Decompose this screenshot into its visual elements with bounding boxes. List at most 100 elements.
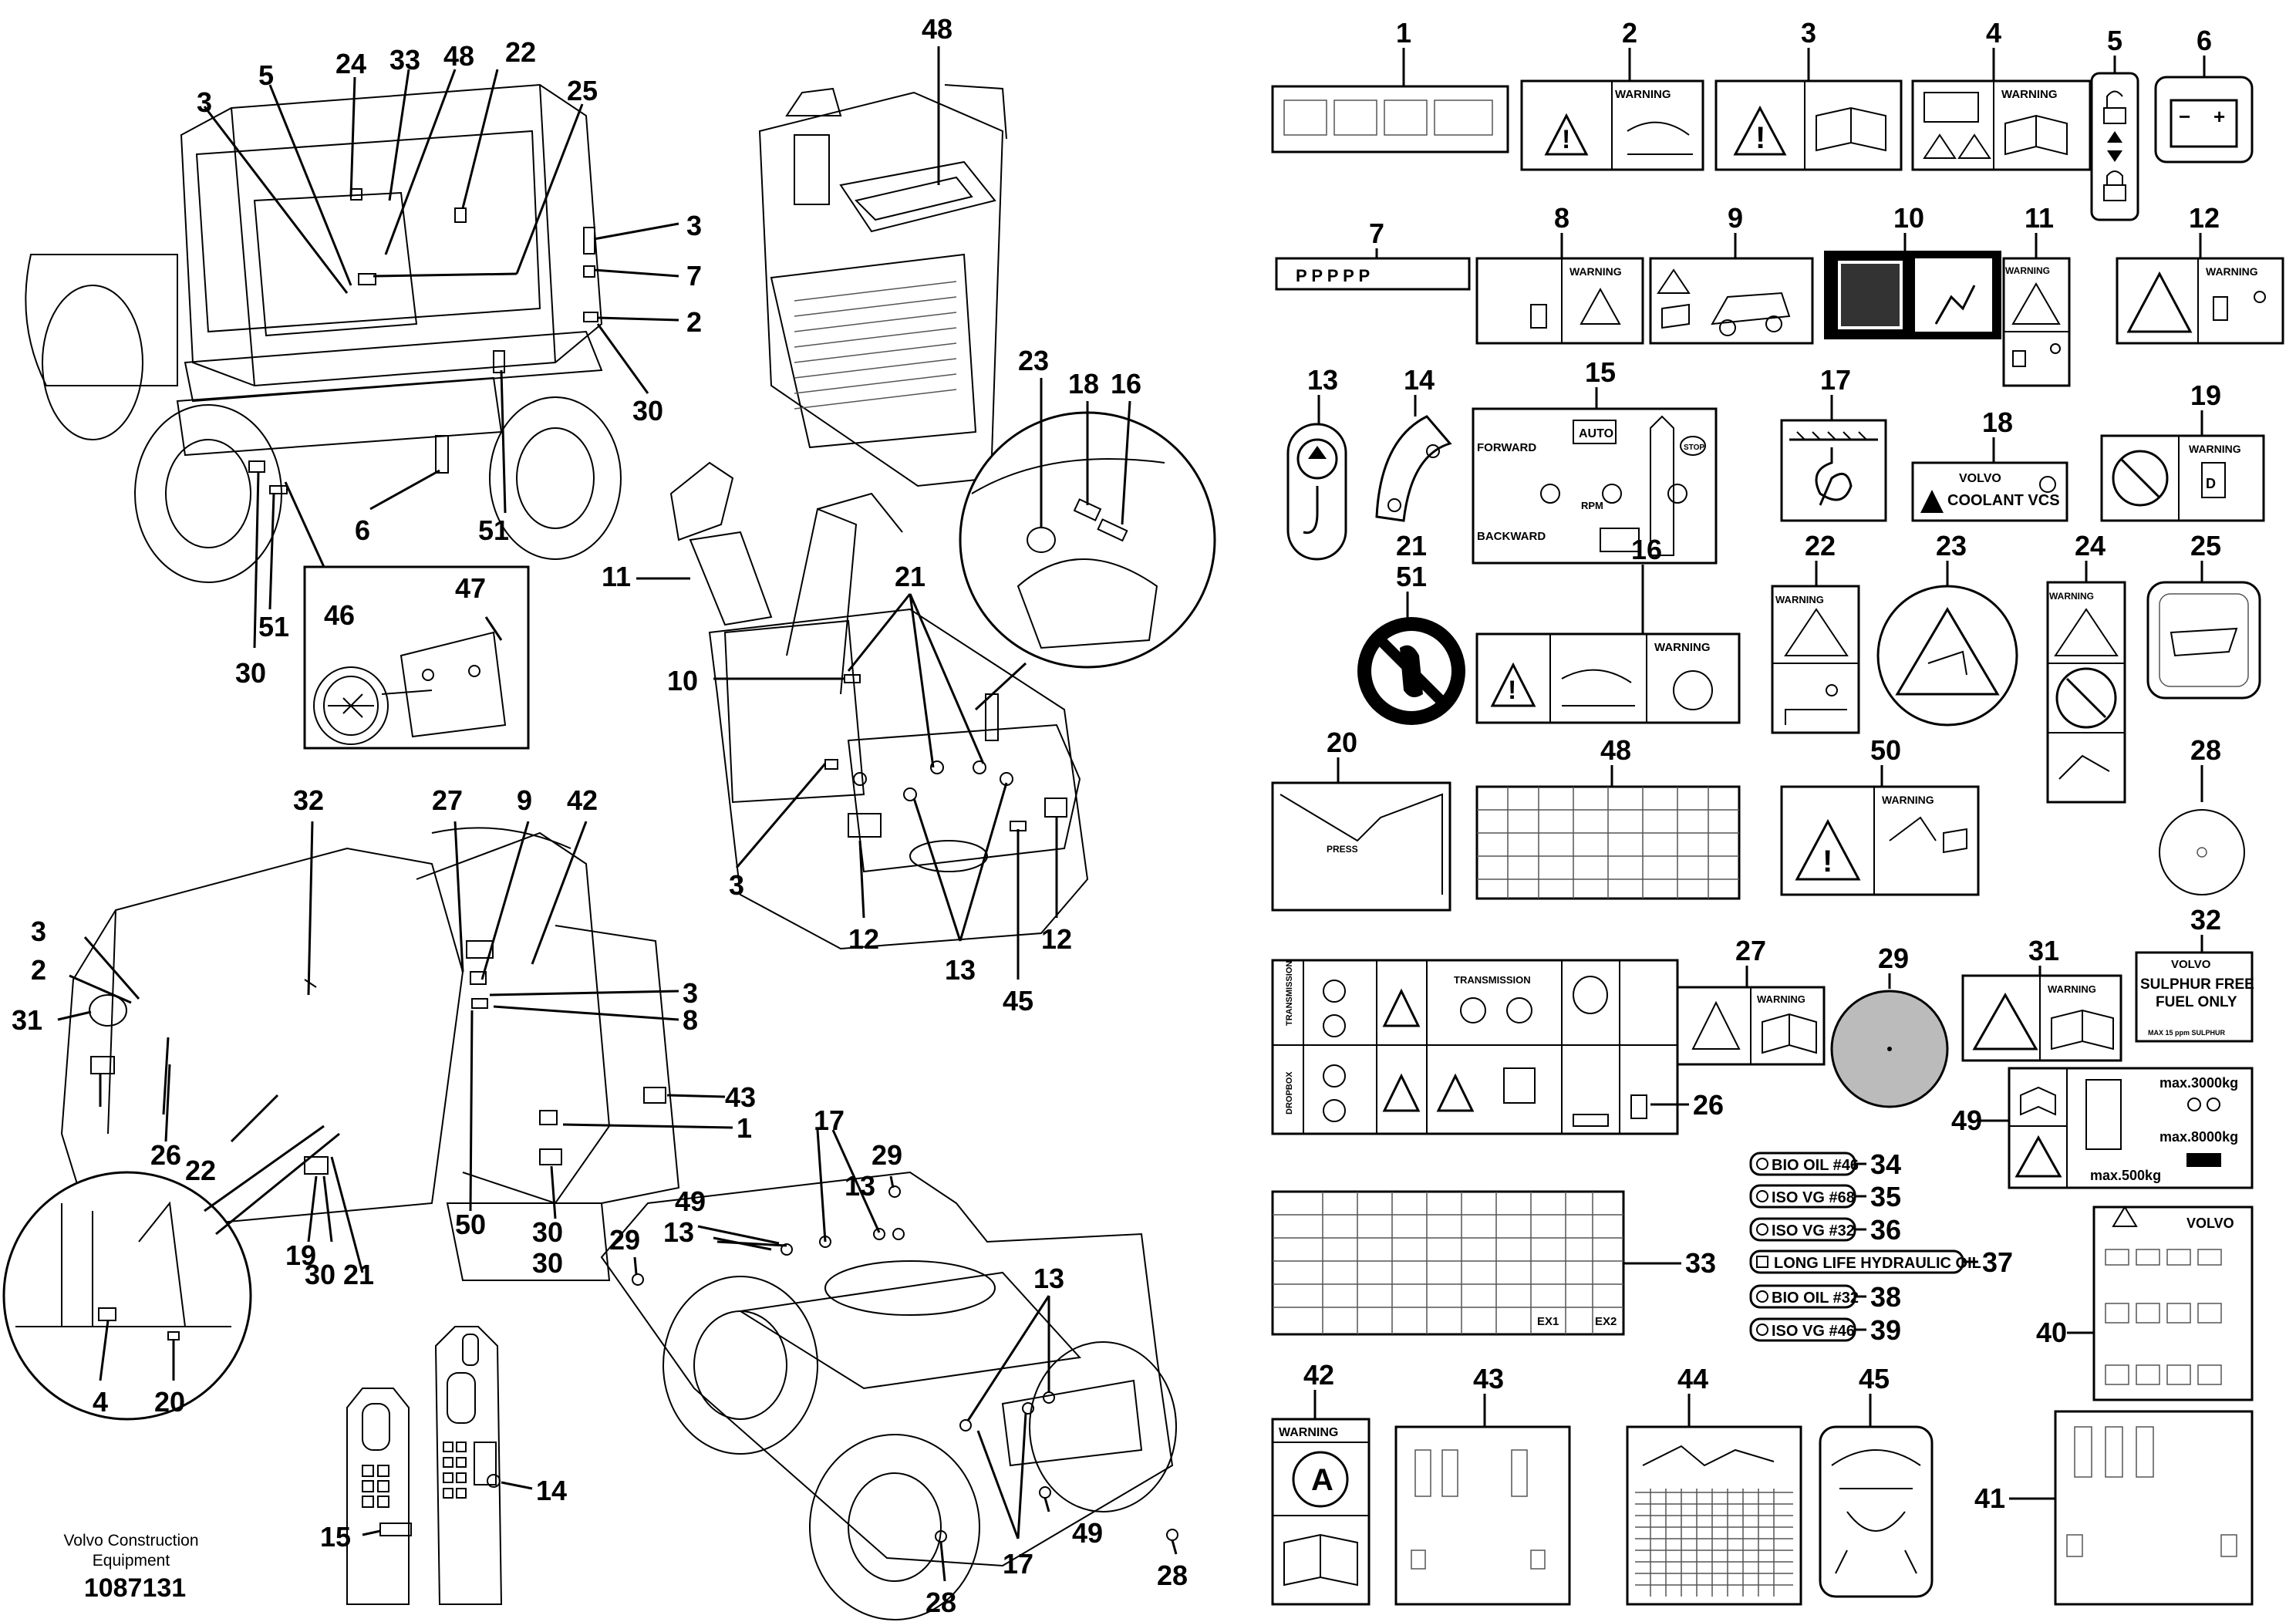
callout: 9 [517, 784, 532, 816]
svg-text:45: 45 [1859, 1363, 1890, 1394]
chassis-drawing [600, 1129, 1178, 1620]
svg-text:ISO VG #32: ISO VG #32 [1772, 1222, 1855, 1239]
callout: 3 [729, 869, 744, 901]
svg-text:BIO OIL #46: BIO OIL #46 [1772, 1157, 1859, 1174]
callout: 20 [154, 1386, 185, 1418]
inset-46-47 [303, 565, 530, 750]
decal-23: 23 [1876, 530, 2018, 727]
svg-text:42: 42 [1303, 1359, 1334, 1391]
svg-text:27: 27 [1735, 935, 1766, 966]
coolant-icon [2039, 476, 2056, 493]
decal-16: 16 ! WARNING [1475, 534, 1741, 724]
decal-32: 32 VOLVO SULPHUR FREE FUEL ONLY MAX 15 p… [2135, 904, 2254, 1043]
company-line-1: Volvo Construction [63, 1532, 199, 1549]
svg-text:WARNING: WARNING [1615, 88, 1671, 101]
callout: 48 [443, 40, 474, 72]
zoom-circle-engine-top [959, 411, 1216, 711]
battery-icon [2170, 99, 2238, 148]
svg-text:EX1: EX1 [1537, 1315, 1559, 1328]
callout: 21 [343, 1259, 374, 1290]
decal-2: 2 ! WARNING [1520, 17, 1704, 171]
callout: 28 [1157, 1560, 1188, 1591]
callout: 43 [725, 1081, 756, 1113]
svg-text:6: 6 [2197, 25, 2212, 56]
svg-text:13: 13 [1307, 364, 1338, 396]
decal-18: 18 VOLVO COOLANT VCS [1911, 406, 2068, 522]
svg-text:max.500kg: max.500kg [2090, 1168, 2161, 1183]
no-step-icon [1400, 645, 1423, 697]
manual-book-icon [1762, 1013, 1817, 1054]
callout: 48 [922, 13, 952, 45]
decal-1: 1 [1271, 17, 1509, 153]
callout: 15 [320, 1521, 351, 1553]
callout: 18 [1068, 368, 1099, 400]
svg-text:LONG LIFE HYDRAULIC OIL: LONG LIFE HYDRAULIC OIL [1774, 1255, 1981, 1272]
callout: 3 [197, 86, 212, 118]
decal-9: 9 [1649, 202, 1814, 345]
svg-text:7: 7 [1369, 218, 1384, 249]
svg-text:TRANSMISSION: TRANSMISSION [1285, 961, 1294, 1026]
svg-text:!: ! [1822, 845, 1832, 878]
warning-triangle-icon [1795, 818, 1861, 881]
svg-text:TRANSMISSION: TRANSMISSION [1454, 974, 1531, 986]
battery-icon [1923, 92, 1979, 123]
svg-text:28: 28 [2190, 734, 2221, 766]
decal-33: EX1 EX2 33 [1271, 1190, 1716, 1336]
manual-book-icon [1816, 106, 1886, 152]
cab-view-drawing [25, 83, 622, 583]
excavator-icon [1711, 292, 1791, 325]
excavator-rear-callout-lines [636, 378, 1131, 980]
callout: 51 [478, 514, 509, 546]
callout: 25 [567, 75, 598, 106]
svg-text:WARNING: WARNING [2206, 265, 2258, 278]
svg-text:A: A [1311, 1463, 1333, 1497]
svg-text:WARNING: WARNING [1569, 265, 1622, 278]
decal-7: 7 P P P P P [1275, 218, 1471, 291]
svg-text:50: 50 [1870, 734, 1901, 766]
callout: 30 [532, 1247, 563, 1279]
svg-text:VOLVO: VOLVO [2171, 958, 2211, 971]
callout: 24 [335, 48, 366, 79]
svg-text:14: 14 [1404, 364, 1435, 396]
callout: 46 [324, 599, 355, 631]
drawing-number: 1087131 [83, 1573, 187, 1603]
callout: 12 [1041, 923, 1072, 955]
svg-text:D: D [2206, 476, 2216, 491]
hand-crush-icon [1627, 121, 1693, 155]
decal-20: 20 PRESS [1271, 727, 1451, 912]
emergency-exit-icon [1934, 285, 1976, 325]
decal-14: 14 [1375, 364, 1452, 522]
svg-text:PRESS: PRESS [1327, 844, 1358, 855]
svg-text:18: 18 [1982, 406, 2013, 438]
svg-text:WARNING: WARNING [1654, 641, 1711, 654]
decal-11: 11 WARNING [2002, 202, 2071, 387]
svg-text:max.3000kg: max.3000kg [2159, 1075, 2238, 1091]
decal-5: 5 [2090, 25, 2139, 221]
svg-text:11: 11 [2025, 202, 2054, 234]
svg-text:38: 38 [1870, 1281, 1901, 1313]
decal-45: 45 [1819, 1363, 1934, 1598]
zoom-circle-cab-interior [2, 1125, 340, 1421]
svg-text:12: 12 [2189, 202, 2220, 234]
warning-triangle-icon [1733, 105, 1787, 156]
joystick-drawing [346, 1326, 533, 1605]
callout: 14 [536, 1475, 567, 1506]
svg-text:44: 44 [1677, 1363, 1708, 1394]
decal-6: 6 + − [2154, 25, 2254, 164]
callout: 42 [567, 784, 598, 816]
callout: 50 [455, 1209, 486, 1240]
decal-15: 15 FORWARD BACKWARD AUTO RPM STOP [1472, 356, 1718, 565]
svg-text:39: 39 [1870, 1314, 1901, 1346]
svg-text:9: 9 [1728, 202, 1743, 234]
callout: 17 [1003, 1548, 1033, 1580]
svg-text:29: 29 [1878, 943, 1909, 974]
svg-text:51: 51 [1396, 561, 1427, 592]
callout: 10 [667, 665, 698, 696]
decal-49: 49 max.3000kg max.8000kg max.500kg [1951, 1067, 2254, 1189]
manual-book-icon [2051, 1009, 2114, 1050]
svg-text:EX2: EX2 [1595, 1315, 1617, 1328]
svg-text:8: 8 [1554, 202, 1569, 234]
svg-text:19: 19 [2190, 379, 2221, 411]
svg-text:WARNING: WARNING [1757, 993, 1805, 1005]
callout: 11 [602, 561, 631, 592]
